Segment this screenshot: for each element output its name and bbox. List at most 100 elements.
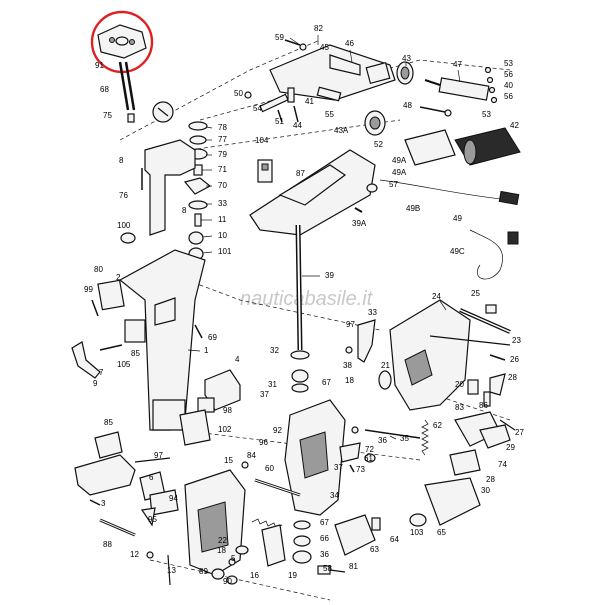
part-label-19: 19	[288, 571, 297, 580]
part-label-23: 23	[512, 336, 521, 345]
part-label-50: 50	[234, 89, 243, 98]
part-label-20: 20	[455, 380, 464, 389]
part-label-33: 33	[368, 308, 377, 317]
part-label-99: 99	[84, 285, 93, 294]
part-label-97: 97	[346, 320, 355, 329]
part-label-8: 8	[119, 156, 124, 165]
part-label-67: 67	[320, 518, 329, 527]
part-label-49A: 49A	[392, 156, 407, 165]
part-label-6: 6	[149, 473, 154, 482]
rod-35	[351, 426, 421, 439]
part-label-35: 35	[400, 434, 409, 443]
part-label-84: 84	[247, 451, 256, 460]
stern-bracket-34	[284, 399, 346, 516]
part-label-83: 83	[455, 403, 464, 412]
part-label-49C: 49C	[450, 247, 465, 256]
swivel-bracket-87	[249, 149, 376, 351]
part-label-79: 79	[218, 150, 227, 159]
part-43A-collar	[364, 110, 386, 136]
part-label-82: 82	[314, 24, 323, 33]
part-label-71: 71	[218, 165, 227, 174]
part-label-49B: 49B	[406, 204, 420, 213]
part-label-74: 74	[498, 460, 507, 469]
part-label-37: 37	[334, 463, 343, 472]
part-label-95: 95	[148, 515, 157, 524]
part-label-37: 37	[260, 390, 269, 399]
part-label-59: 59	[275, 33, 284, 42]
part-label-87: 87	[296, 169, 305, 178]
part-57-washer	[354, 183, 378, 213]
part-label-2: 2	[116, 273, 121, 282]
part-label-68: 68	[100, 85, 109, 94]
part-4-bracket	[197, 369, 241, 413]
parts-89-90-13-12	[146, 551, 238, 586]
part-label-80: 80	[94, 265, 103, 274]
part-43-ring	[396, 61, 414, 85]
part-label-89: 89	[199, 567, 208, 576]
part-label-43: 43	[402, 54, 411, 63]
part-label-65: 65	[437, 528, 446, 537]
clamp-bracket-24	[389, 299, 471, 411]
part-label-77: 77	[218, 135, 227, 144]
part-label-39: 39	[325, 271, 334, 280]
part-label-8: 8	[182, 206, 187, 215]
part-label-27: 27	[515, 428, 524, 437]
part-label-62: 62	[433, 421, 442, 430]
part-76-column	[141, 139, 196, 236]
parts-65-103	[409, 449, 481, 527]
part-label-7: 7	[99, 368, 104, 377]
part-label-85: 85	[104, 418, 113, 427]
part-label-54: 54	[253, 104, 262, 113]
part-label-24: 24	[432, 292, 441, 301]
part-label-40: 40	[504, 81, 513, 90]
part-42-grip	[404, 127, 521, 166]
exhaust-housing-1	[118, 249, 206, 431]
part-label-97: 97	[154, 451, 163, 460]
part-label-10: 10	[218, 231, 227, 240]
part-91-plate	[97, 24, 147, 59]
part-label-86: 86	[479, 401, 488, 410]
washer-stack-78-101	[183, 121, 212, 261]
part-label-76: 76	[119, 191, 128, 200]
part-label-3: 3	[101, 499, 106, 508]
part-label-88: 88	[103, 540, 112, 549]
part-label-22: 22	[218, 536, 227, 545]
part-label-33: 33	[218, 199, 227, 208]
part-label-81: 81	[349, 562, 358, 571]
part-102-block	[179, 409, 211, 446]
part-label-41: 41	[305, 97, 314, 106]
part-label-12: 12	[130, 550, 139, 559]
part-label-55: 55	[325, 110, 334, 119]
leader-lines	[187, 35, 461, 440]
part-label-39A: 39A	[352, 219, 367, 228]
part-69-screw	[194, 324, 203, 339]
part-label-45: 45	[320, 43, 329, 52]
part-label-98: 98	[223, 406, 232, 415]
part-label-1: 1	[204, 346, 209, 355]
linkage-parts	[244, 86, 342, 123]
part-label-72: 72	[365, 445, 374, 454]
part-label-26: 26	[510, 355, 519, 364]
part-label-85: 85	[131, 349, 140, 358]
part-label-43A: 43A	[334, 126, 349, 135]
part-label-47: 47	[453, 60, 462, 69]
part-label-63: 63	[370, 545, 379, 554]
part-label-18: 18	[217, 546, 226, 555]
part-100-plug	[120, 232, 136, 244]
part-label-29: 29	[506, 443, 515, 452]
part-label-18: 18	[345, 376, 354, 385]
part-label-100: 100	[117, 221, 131, 230]
tilt-bracket-15	[184, 469, 246, 576]
part-label-56: 56	[504, 70, 513, 79]
part-49-cable	[379, 179, 520, 280]
part-label-25: 25	[471, 289, 480, 298]
part-label-101: 101	[218, 247, 232, 256]
part-label-42: 42	[510, 121, 519, 130]
part-label-105: 105	[117, 360, 131, 369]
parts-61-72-73	[339, 442, 376, 473]
part-label-34: 34	[330, 491, 339, 500]
part-85-block	[124, 319, 146, 343]
part-circle-detail	[152, 101, 174, 123]
part-label-32: 32	[270, 346, 279, 355]
